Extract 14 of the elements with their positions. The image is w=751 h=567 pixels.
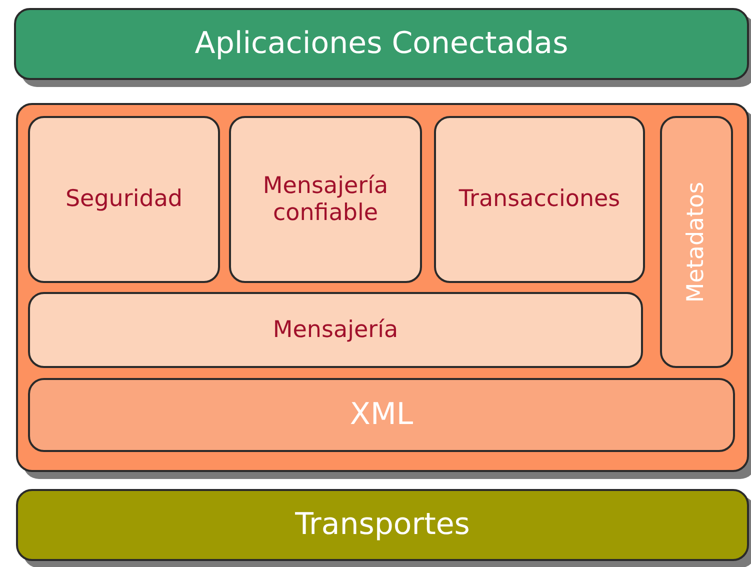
component-box	[28, 116, 220, 283]
layer-label: Mensajería	[272, 316, 400, 344]
vertical-label: Metadatos	[683, 180, 710, 304]
component-box	[660, 116, 733, 368]
layer-label: Transacciones	[458, 186, 622, 213]
layer-label: Transportes	[294, 508, 471, 542]
layer-label: Seguridad	[64, 186, 184, 213]
component-box	[434, 116, 645, 283]
component-box	[229, 116, 422, 283]
layer-label: Mensajería confiable	[262, 173, 390, 226]
layer-label: XML	[348, 398, 414, 432]
layer-label: Aplicaciones Conectadas	[194, 26, 570, 62]
component-box	[28, 292, 643, 368]
layer-band	[28, 378, 735, 452]
